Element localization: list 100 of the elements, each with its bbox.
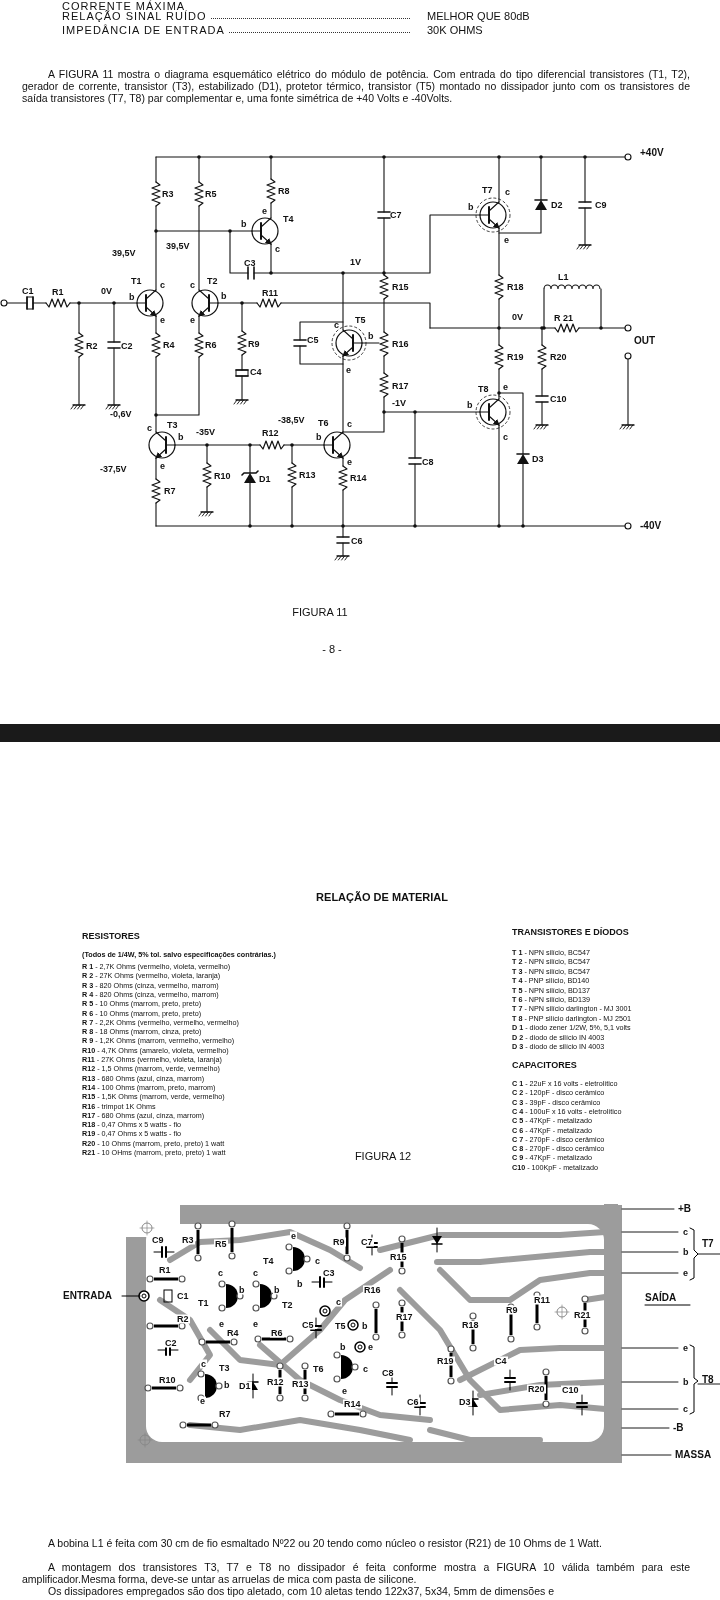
component-label: C9 [151, 1235, 165, 1245]
spec-label: IMPEDÂNCIA DE ENTRADA [62, 25, 414, 36]
component-label: R2 [86, 341, 98, 351]
pin-letter: c [190, 280, 195, 290]
component-label: T2 [207, 276, 218, 286]
component-label: T4 [283, 214, 294, 224]
component-label: T6 [312, 1364, 325, 1374]
terminal-label: OUT [634, 336, 656, 346]
voltage-label: 39,5V [112, 248, 136, 258]
pin-letter: c [314, 1256, 321, 1266]
voltage-label: -1V [392, 398, 406, 408]
pin-letter: c [682, 1404, 689, 1414]
terminal-label: +B [678, 1204, 692, 1214]
component-label: C1 [22, 286, 34, 296]
voltage-label: -37,5V [100, 464, 127, 474]
component-label: C7 [360, 1237, 374, 1247]
terminal-label: MASSA [675, 1450, 712, 1460]
component-label: T5 [355, 315, 366, 325]
component-label: C7 [390, 210, 402, 220]
pin-letter: c [335, 1297, 342, 1307]
component-label: C4 [250, 367, 262, 377]
component-label: R 21 [554, 313, 573, 323]
pin-letter: b [682, 1377, 690, 1387]
pin-letter: e [160, 315, 165, 325]
component-label: C9 [595, 200, 607, 210]
voltage-label: -38,5V [278, 415, 305, 425]
list-heading: RESISTORES [82, 932, 140, 941]
component-label: C6 [406, 1397, 420, 1407]
pin-letter: e [682, 1268, 689, 1278]
component-label: T3 [167, 420, 178, 430]
component-label: R11 [262, 288, 278, 298]
component-label: R14 [343, 1399, 362, 1409]
terminal-label: -B [673, 1423, 684, 1433]
pin-letter: e [290, 1231, 297, 1241]
component-label: C4 [494, 1356, 508, 1366]
pin-letter: e [504, 235, 509, 245]
component-label: R5 [214, 1239, 228, 1249]
component-label: R17 [395, 1312, 414, 1322]
component-label: R15 [392, 282, 409, 292]
figure-caption: FIGURA 12 [354, 1151, 412, 1162]
spec-label: RELAÇÃO SINAL RUÍDO [62, 11, 414, 22]
component-label: R18 [461, 1320, 480, 1330]
voltage-label: 1V [350, 257, 361, 267]
component-label: T8 [478, 384, 489, 394]
component-label: R16 [392, 339, 409, 349]
component-label: R11 [533, 1295, 551, 1305]
component-label: T5 [334, 1321, 347, 1331]
pin-letter: b [316, 432, 322, 442]
page-number: - 8 - [322, 644, 342, 655]
paragraph: A FIGURA 11 mostra o diagrama esquemático elétrico do módulo de potência. Com entrada do tipo diferencial transistores (T1, T2), gerador de corrente, transistor (T3), estabilizado (D1), protetor térmico, transistor (T5) montado no dissipador junto com os transistores de saída transistores (T7, T8) par complementar e, uma fonte simétrica de +40 Volts e -40Volts. [22, 68, 690, 104]
component-label: R13 [299, 470, 316, 480]
pin-letter: b [241, 219, 247, 229]
component-label: R4 [226, 1328, 240, 1338]
pin-letter: e [682, 1343, 689, 1353]
figure-caption: FIGURA 11 [292, 607, 348, 618]
component-label: T3 [218, 1363, 231, 1373]
component-label: R6 [205, 340, 217, 350]
pin-letter: c [275, 244, 280, 254]
component-label: D2 [551, 200, 563, 210]
component-label: C8 [381, 1368, 395, 1378]
pin-letter: e [346, 365, 351, 375]
voltage-label: -0,6V [110, 409, 132, 419]
pin-letter: b [273, 1285, 281, 1295]
pin-letter: b [682, 1247, 690, 1257]
pin-letter: e [347, 457, 352, 467]
component-label: R1 [52, 287, 64, 297]
pin-letter: e [218, 1319, 225, 1329]
component-label: R15 [389, 1252, 408, 1262]
component-label: C5 [307, 335, 319, 345]
pin-letter: b [221, 291, 227, 301]
pin-letter: b [296, 1279, 304, 1289]
component-label: C6 [351, 536, 363, 546]
pin-letter: b [368, 331, 374, 341]
pin-letter: e [160, 461, 165, 471]
component-label: R16 [363, 1285, 382, 1295]
component-label: T2 [281, 1300, 294, 1310]
pin-letter: c [147, 423, 152, 433]
pin-letter: c [347, 419, 352, 429]
component-label: T1 [197, 1298, 210, 1308]
component-label: R4 [163, 340, 175, 350]
component-label: R5 [205, 189, 217, 199]
pin-letter: c [160, 280, 165, 290]
component-label: T1 [131, 276, 142, 286]
pin-letter: c [362, 1364, 369, 1374]
component-label: R10 [214, 471, 231, 481]
component-label: C10 [550, 394, 567, 404]
component-label: T7 [482, 185, 493, 195]
voltage-label: 0V [101, 286, 112, 296]
voltage-label: 0V [512, 312, 523, 322]
pin-letter: b [129, 292, 135, 302]
pin-letter: c [503, 432, 508, 442]
voltage-label: -35V [196, 427, 215, 437]
spec-value: MELHOR QUE 80dB [427, 11, 530, 22]
component-label: C8 [422, 457, 434, 467]
terminal-label: -40V [640, 521, 662, 531]
component-label: D1 [238, 1381, 252, 1391]
component-label: R19 [436, 1356, 455, 1366]
component-label: C5 [301, 1320, 315, 1330]
component-label: D3 [458, 1397, 472, 1407]
pin-letter: c [682, 1227, 689, 1237]
